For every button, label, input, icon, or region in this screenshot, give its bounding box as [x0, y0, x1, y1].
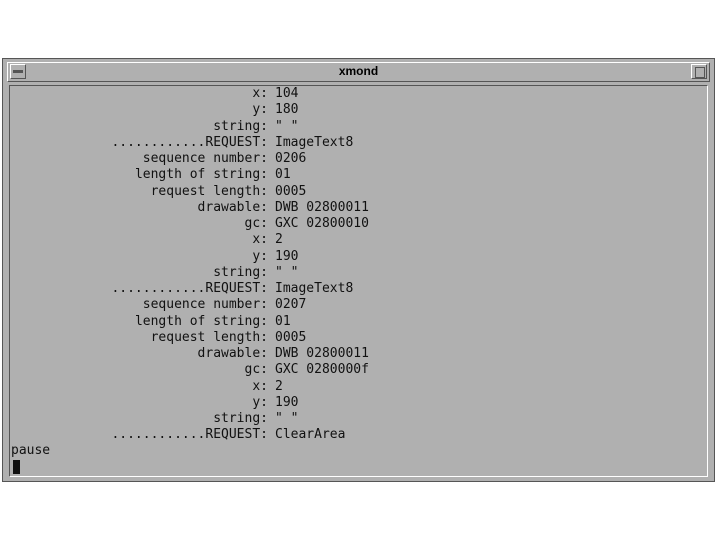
log-line: gc: GXC 02800010: [10, 216, 369, 232]
log-line: request length: 0005: [10, 330, 369, 346]
log-label: length of string:: [134, 167, 268, 183]
log-line: sequence number: 0207: [10, 297, 369, 313]
log-line: x: 2: [10, 379, 369, 395]
log-value: " ": [275, 411, 299, 426]
log-label: sequence number:: [142, 297, 268, 313]
log-value: ImageText8: [275, 134, 354, 150]
log-line: ............REQUEST: ImageText8: [10, 135, 369, 151]
log-label: ............REQUEST:: [111, 134, 268, 150]
log-value: 104: [275, 86, 299, 101]
log-value: 190: [275, 394, 299, 410]
log-label: string:: [213, 118, 268, 134]
log-line: length of string: 01: [10, 314, 369, 330]
log-label: y:: [252, 248, 268, 264]
log-label: length of string:: [134, 313, 268, 329]
log-label: request length:: [150, 183, 268, 199]
log-value: " ": [275, 118, 299, 134]
log-value: DWB 02800011: [275, 346, 369, 361]
log-value: 2: [275, 378, 283, 394]
log-line: sequence number: 0206: [10, 151, 369, 167]
log-line: x: 2: [10, 232, 369, 248]
log-line: string: " ": [10, 411, 369, 427]
log-value: 0206: [275, 151, 307, 166]
log-label: gc:: [244, 216, 268, 231]
log-value: 180: [275, 102, 299, 118]
log-value: ImageText8: [275, 281, 354, 296]
log-value: 190: [275, 248, 299, 264]
log-label: y:: [252, 394, 268, 410]
log-value: GXC 0280000f: [275, 362, 369, 378]
window-title: xmond: [338, 64, 379, 78]
log-line: request length: 0005: [10, 184, 369, 200]
log-label: x:: [252, 232, 268, 248]
log-line: string: " ": [10, 119, 369, 135]
log-line: gc: GXC 0280000f: [10, 362, 369, 378]
window-menu-button[interactable]: [10, 64, 26, 79]
log-value: 0005: [275, 183, 307, 199]
log-label: x:: [252, 378, 268, 394]
log-label: gc:: [244, 362, 268, 378]
log-value: DWB 02800011: [275, 199, 369, 215]
log-line: y: 190: [10, 395, 369, 411]
log-label: y:: [252, 102, 268, 118]
maximize-button[interactable]: [691, 64, 707, 79]
log-value: 01: [275, 313, 291, 329]
log-value: 0207: [275, 297, 307, 313]
log-label: drawable:: [197, 199, 268, 215]
log-value: 0005: [275, 329, 307, 345]
log-line: y: 180: [10, 102, 369, 118]
log-label: request length:: [150, 329, 268, 345]
log-value: " ": [275, 264, 299, 280]
log-value: 2: [275, 232, 283, 248]
log-value: GXC 02800010: [275, 216, 369, 231]
log-label: ............REQUEST:: [111, 427, 268, 443]
log-line: x: 104: [10, 86, 369, 102]
text-cursor: [13, 460, 20, 474]
log-label: ............REQUEST:: [111, 281, 268, 296]
log-label: string:: [213, 411, 268, 426]
log-line: string: " ": [10, 265, 369, 281]
log-line: length of string: 01: [10, 167, 369, 183]
log-label: x:: [252, 86, 268, 101]
log-value: 01: [275, 167, 291, 183]
log-line: y: 190: [10, 249, 369, 265]
log-label: drawable:: [197, 346, 268, 361]
log-line: ............REQUEST: ImageText8: [10, 281, 369, 297]
log-label: sequence number:: [142, 151, 268, 166]
pause-prompt: pause: [11, 443, 51, 458]
title-bar[interactable]: xmond: [7, 62, 710, 82]
log-line: drawable: DWB 02800011: [10, 200, 369, 216]
log-line: ............REQUEST: ClearArea: [10, 427, 369, 443]
log-label: string:: [213, 264, 268, 280]
log-line: drawable: DWB 02800011: [10, 346, 369, 362]
log-value: ClearArea: [275, 427, 346, 443]
